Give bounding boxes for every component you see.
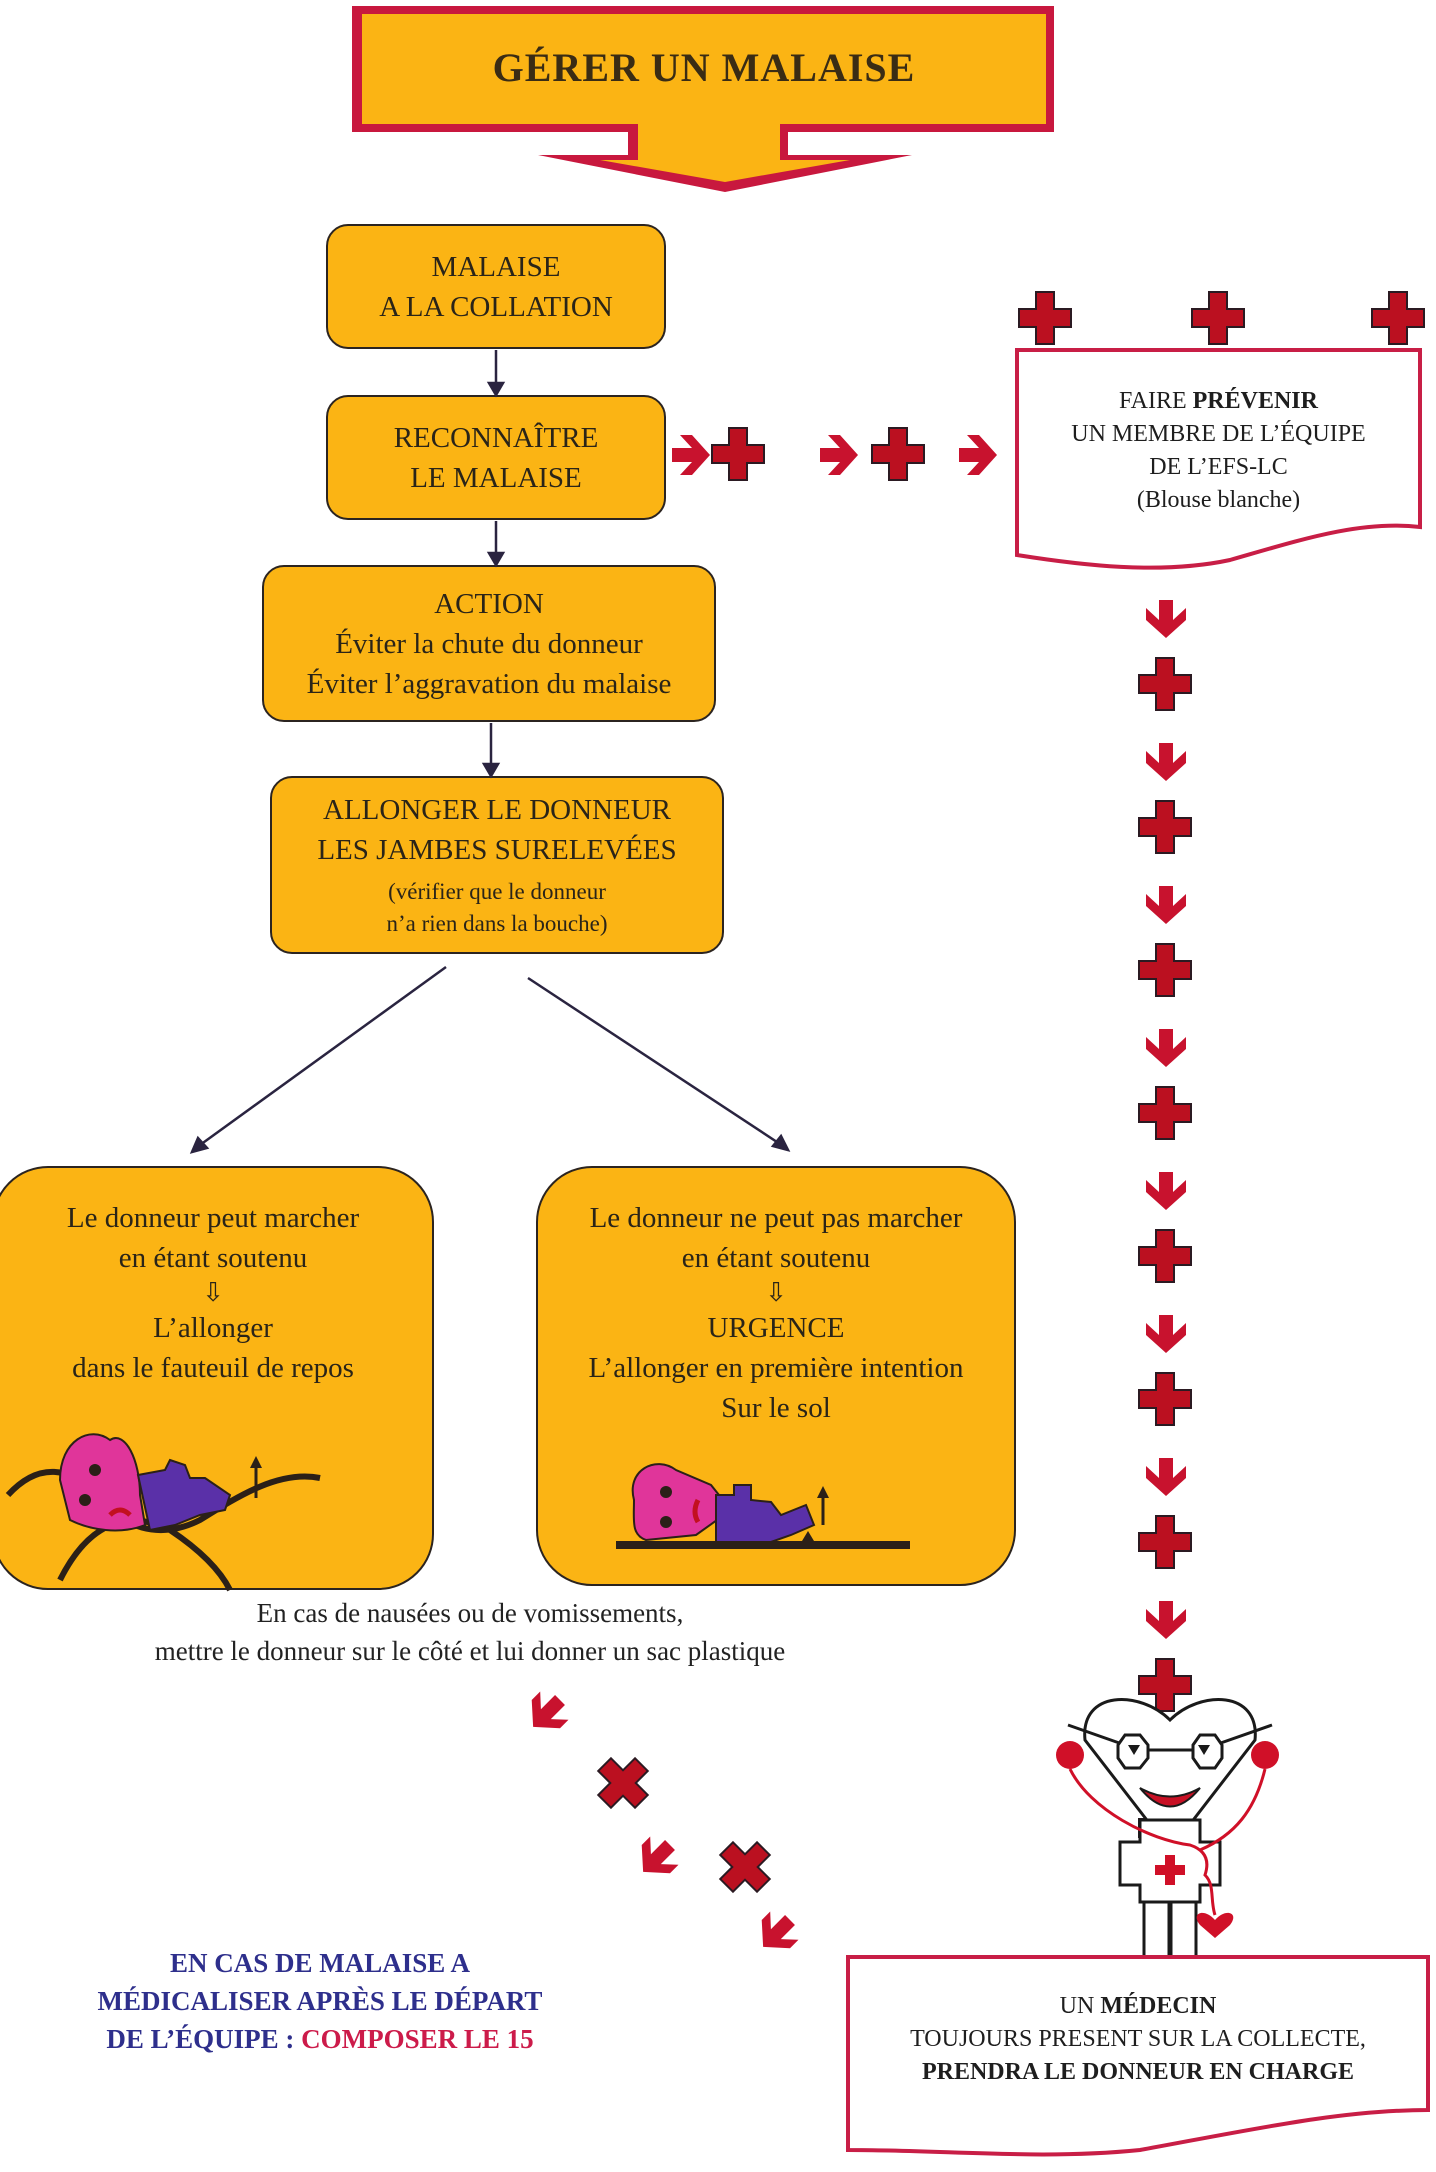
down-outline-arrow-icon: ⇩ — [202, 1278, 224, 1308]
step-allonger-donneur: ALLONGER LE DONNEUR LES JAMBES SURELEVÉE… — [270, 776, 724, 954]
arrowhead-icon — [481, 762, 501, 779]
nausea-line2: mettre le donneur sur le côté et lui don… — [154, 1636, 786, 1666]
branch-right-line4: L’allonger en première intention — [588, 1352, 964, 1384]
alert-flag-line3: DE L’EFS-LC — [1149, 454, 1288, 480]
nausea-note: En cas de nausées ou de vomissements, me… — [40, 1594, 900, 1670]
down-outline-arrow-icon: ⇩ — [765, 1278, 787, 1308]
step-malaise-collation: MALAISE A LA COLLATION — [326, 224, 666, 349]
after-departure-line3: DE L’ÉQUIPE : COMPOSER LE 15 — [106, 2024, 534, 2054]
after-departure-note: EN CAS DE MALAISE A MÉDICALISER APRÈS LE… — [20, 1944, 620, 2058]
step3-line1: Éviter la chute du donneur — [335, 627, 643, 660]
step3-heading: ACTION — [434, 587, 544, 620]
alert-flag-line1: FAIRE PRÉVENIR — [1119, 388, 1318, 414]
alert-flag-line2: UN MEMBRE DE L’ÉQUIPE — [1071, 421, 1366, 447]
branch-left-line1: Le donneur peut marcher — [66, 1202, 360, 1234]
doctor-flag-text: UN MÉDECIN TOUJOURS PRESENT SUR LA COLLE… — [848, 1990, 1428, 2089]
alert-flag-text: FAIRE PRÉVENIR UN MEMBRE DE L’ÉQUIPE DE … — [1017, 385, 1420, 517]
header-banner-arrow-icon — [352, 6, 1054, 192]
branch-right-line2: en étant soutenu — [681, 1242, 871, 1274]
step-action: ACTION Éviter la chute du donneur Éviter… — [262, 565, 716, 722]
red-arrow-icon — [641, 1836, 679, 1874]
arrowhead-icon — [770, 1133, 791, 1152]
after-departure-line1: EN CAS DE MALAISE A — [169, 1948, 471, 1978]
step4-line1: ALLONGER LE DONNEUR — [323, 794, 671, 826]
arrowhead-icon — [189, 1135, 210, 1154]
alert-flag-shape — [1015, 348, 1422, 570]
page-title: GÉRER UN MALAISE — [492, 45, 916, 90]
branch-left-line2: en étant soutenu — [118, 1242, 308, 1274]
after-departure-line2: MÉDICALISER APRÈS LE DÉPART — [97, 1986, 543, 2016]
connector-4-right — [527, 976, 781, 1146]
branch-left-line4: dans le fauteuil de repos — [72, 1352, 354, 1384]
heart-head-icon — [58, 1433, 147, 1532]
step4-line2: LES JAMBES SURELEVÉES — [317, 834, 677, 866]
up-arrow-icon — [817, 1486, 829, 1498]
donor-on-floor-illustration — [616, 1463, 910, 1549]
flow-connectors — [189, 350, 791, 1154]
step4-note1: (vérifier que le donneur — [388, 879, 606, 904]
step4-note2: n’a rien dans la bouche) — [386, 911, 608, 936]
purple-body-icon — [715, 1484, 816, 1543]
doctor-heart-illustration — [1056, 1698, 1279, 1959]
nausea-line1: En cas de nausées ou de vomissements, — [256, 1598, 684, 1628]
arrowhead-icon — [486, 551, 506, 568]
up-arrow-icon — [250, 1456, 262, 1468]
step2-line2: LE MALAISE — [410, 461, 582, 494]
red-arrow-icon — [531, 1691, 569, 1729]
purple-body-icon — [136, 1458, 232, 1532]
red-cross-icon — [718, 1840, 772, 1894]
branch-right-line5: Sur le sol — [721, 1392, 831, 1424]
branch-right-line1: Le donneur ne peut pas marcher — [589, 1202, 963, 1234]
doctor-flag-line1: UN MÉDECIN — [1059, 1993, 1217, 2019]
doctor-flag-line3: PRENDRA LE DONNEUR EN CHARGE — [921, 2059, 1355, 2085]
alert-flag-line4: (Blouse blanche) — [1136, 487, 1301, 513]
red-arrow-icon — [761, 1911, 799, 1949]
step2-line1: RECONNAÎTRE — [393, 421, 599, 454]
smile — [1139, 1787, 1201, 1808]
floor-line — [616, 1541, 910, 1549]
step3-line2: Éviter l’aggravation du malaise — [306, 667, 672, 700]
step1-line2: A LA COLLATION — [379, 290, 613, 323]
branch-left-line3: L’allonger — [153, 1312, 273, 1344]
stethoscope-heart-icon — [1196, 1912, 1234, 1938]
stethoscope — [1068, 1768, 1217, 1916]
donor-in-chair-illustration — [5, 1433, 321, 1592]
red-cross-icon — [596, 1756, 650, 1810]
branch-right-line3: URGENCE — [707, 1312, 845, 1344]
doctor-flag-line2: TOUJOURS PRESENT SUR LA COLLECTE, — [910, 2026, 1366, 2052]
call-15-emphasis: COMPOSER LE 15 — [301, 2024, 534, 2054]
step-reconnaitre-malaise: RECONNAÎTRE LE MALAISE — [326, 395, 666, 520]
heart-head-icon — [631, 1463, 733, 1542]
step1-line1: MALAISE — [431, 250, 561, 283]
arrowhead-icon — [486, 381, 506, 398]
connector-4-left — [199, 965, 447, 1147]
red-cross-icon — [1155, 1855, 1185, 1885]
